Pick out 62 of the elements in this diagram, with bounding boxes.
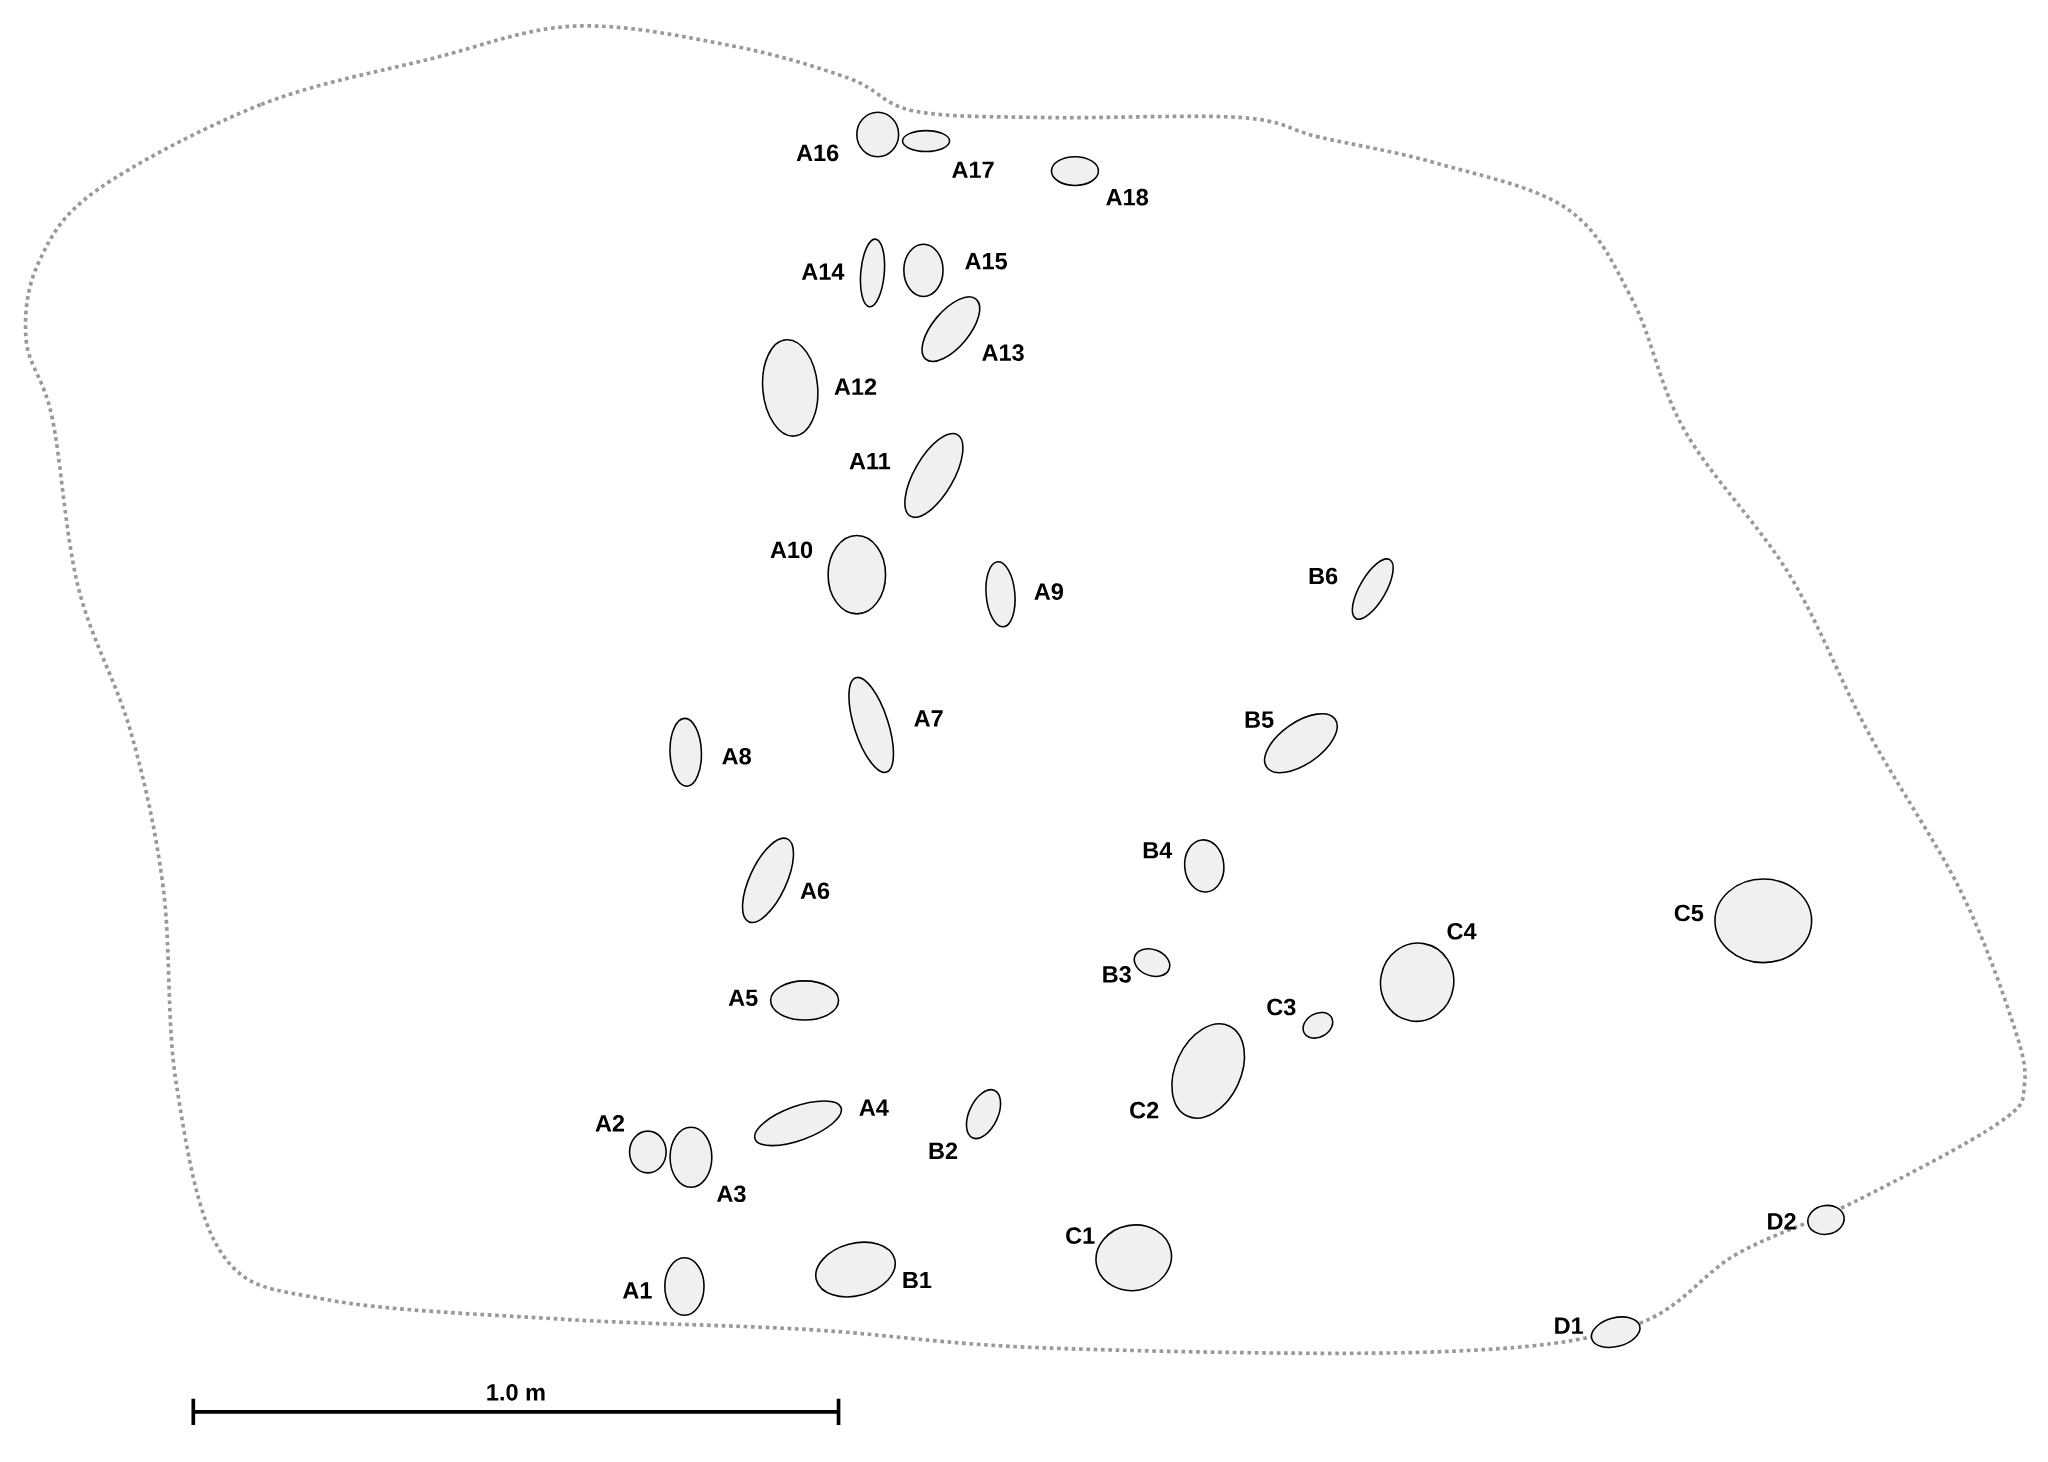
- stone-outline: [1133, 948, 1171, 978]
- stone-label: A17: [952, 161, 994, 179]
- stone-label: B5: [1245, 711, 1274, 729]
- stone-label: B2: [929, 1142, 958, 1160]
- stone-outline: [1302, 1011, 1334, 1040]
- stone-outline: [1171, 1023, 1246, 1120]
- stone-outline: [753, 1100, 843, 1147]
- stone-label: C1: [1066, 1227, 1095, 1245]
- stone-label: A3: [717, 1185, 746, 1203]
- stone-label: B6: [1309, 567, 1338, 585]
- stone-label: C3: [1267, 998, 1296, 1016]
- stone-outline: [1379, 942, 1455, 1023]
- stone-outline: [848, 676, 895, 774]
- stone-outline: [1590, 1316, 1641, 1349]
- stone-outline: [1807, 1204, 1845, 1236]
- stone-label: C4: [1447, 923, 1477, 940]
- stone-outline: [904, 432, 964, 519]
- stone-outline: [815, 1241, 896, 1298]
- stone-outline: [1095, 1224, 1173, 1292]
- stone-outline: [921, 296, 981, 363]
- stone-label: A15: [965, 253, 1008, 270]
- stone-label: A1: [622, 1282, 652, 1299]
- stone-outline: [1050, 156, 1100, 187]
- stone-label: A7: [914, 710, 943, 727]
- stone-outline: [901, 130, 951, 153]
- stone-outline: [1351, 558, 1394, 621]
- stone-outline: [903, 243, 944, 298]
- stone-label: D1: [1555, 1317, 1584, 1334]
- stone-outline: [1183, 839, 1225, 893]
- stone-outline: [741, 837, 795, 924]
- stone-outline: [628, 1130, 667, 1174]
- stone-label: A6: [800, 882, 830, 900]
- stone-label: B3: [1103, 966, 1131, 983]
- stone-label: D2: [1768, 1213, 1796, 1230]
- stone-outline: [669, 717, 703, 788]
- stone-outline: [664, 1257, 705, 1317]
- stone-label: A11: [849, 453, 891, 470]
- stone-label: A12: [834, 378, 877, 395]
- stone-label: B4: [1143, 842, 1173, 859]
- stone-outline: [827, 534, 887, 615]
- stone-label: A8: [722, 748, 751, 765]
- scale-label: 1.0 m: [487, 1384, 545, 1401]
- stone-label: A14: [801, 263, 845, 280]
- stone-outline: [769, 980, 840, 1022]
- stone-label: A5: [728, 989, 758, 1007]
- stone-label: A4: [859, 1099, 889, 1116]
- stone-label: A9: [1034, 583, 1063, 601]
- stone-label: B1: [903, 1272, 932, 1289]
- stone-outline: [965, 1089, 1002, 1140]
- stone-outline: [859, 238, 886, 308]
- stone-outline: [761, 339, 819, 438]
- stone-label: A16: [796, 144, 839, 162]
- stone-outline: [856, 111, 900, 158]
- stone-outline: [669, 1126, 713, 1189]
- stone-label: A13: [982, 344, 1024, 362]
- stone-outline: [985, 561, 1016, 628]
- stone-label: A10: [770, 541, 813, 559]
- stone-label: C5: [1674, 904, 1704, 922]
- stone-outline: [1714, 878, 1813, 964]
- stone-label: A2: [595, 1115, 625, 1132]
- stone-label: C2: [1130, 1102, 1159, 1119]
- stone-label: A18: [1106, 189, 1149, 206]
